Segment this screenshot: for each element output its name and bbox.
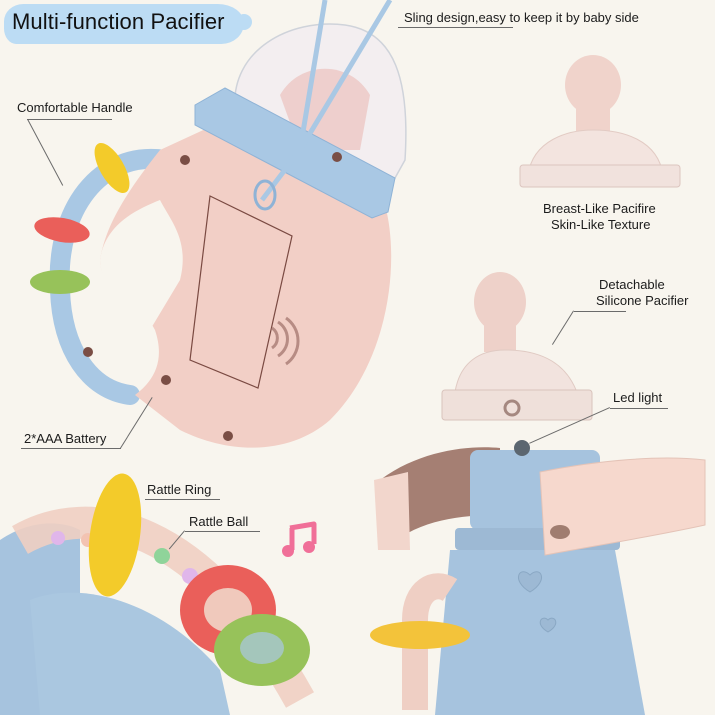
breast-like-nipple-illustration	[519, 55, 681, 188]
title-banner	[4, 4, 252, 44]
rattle-ring-callout: Rattle Ring	[147, 482, 212, 497]
detachable-callout-line2: Silicone Pacifier	[596, 293, 689, 308]
led-light-callout: Led light	[613, 390, 663, 405]
battery-leader-line	[21, 448, 121, 449]
detachable-callout-line1: Detachable	[599, 277, 665, 292]
handle-callout: Comfortable Handle	[17, 100, 133, 115]
handle-leader-line	[27, 119, 112, 120]
led-light-device-illustration	[370, 440, 706, 715]
sound-waves-icon	[271, 316, 300, 366]
detachable-leader-line	[574, 311, 626, 312]
rattle-closeup-illustration	[0, 473, 314, 715]
page-title: Multi-function Pacifier	[12, 9, 225, 34]
detachable-nipple-illustration	[441, 272, 593, 421]
rattle-ring-leader-line	[145, 499, 220, 500]
sling-callout: Sling design,easy to keep it by baby sid…	[404, 10, 639, 25]
breast-like-callout-line1: Breast-Like Pacifire	[543, 201, 656, 216]
led-leader-line	[610, 408, 668, 409]
music-note-icon	[282, 521, 317, 557]
battery-callout: 2*AAA Battery	[24, 431, 107, 446]
rattle-ball-callout: Rattle Ball	[189, 514, 249, 529]
rattle-ball-leader-line	[185, 531, 260, 532]
breast-like-callout-line2: Skin-Like Texture	[551, 217, 651, 232]
sling-leader-line	[398, 27, 513, 28]
